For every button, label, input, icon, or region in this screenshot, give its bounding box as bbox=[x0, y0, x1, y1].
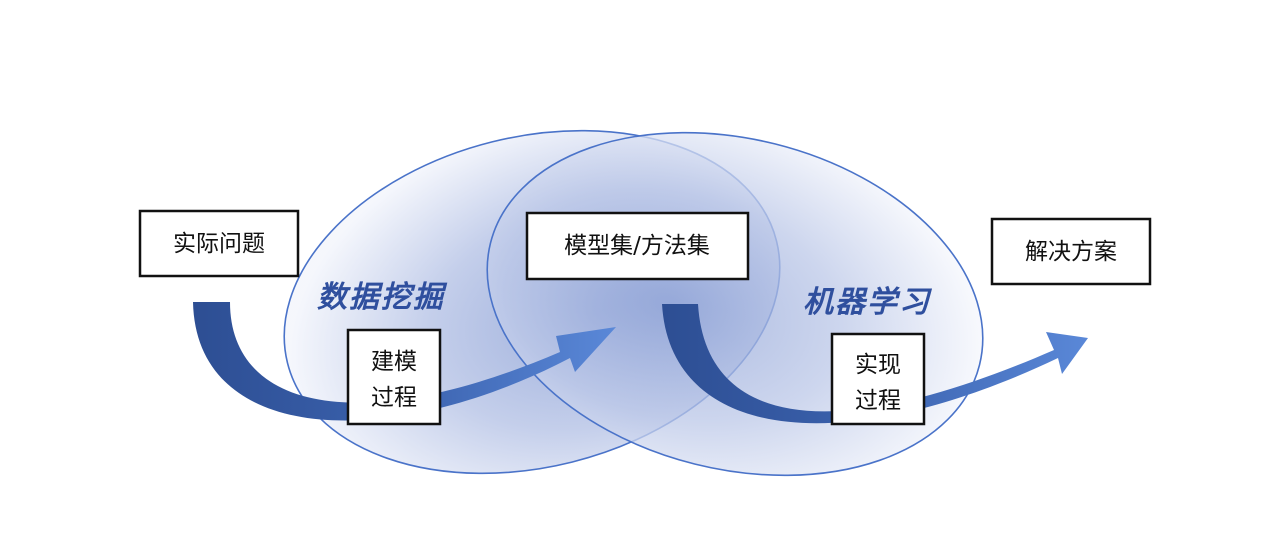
actual-problem-box: 实际问题 bbox=[138, 209, 300, 278]
modeling-process-line1: 建模 bbox=[371, 349, 417, 375]
implementation-process-line2: 过程 bbox=[855, 388, 901, 414]
actual-problem-text: 实际问题 bbox=[173, 231, 265, 257]
solution-box: 解决方案 bbox=[990, 217, 1152, 286]
data-mining-label: 数据挖掘 bbox=[317, 280, 448, 315]
solution-text: 解决方案 bbox=[1025, 239, 1117, 265]
model-set-box: 模型集/方法集 bbox=[525, 211, 750, 281]
implementation-process-line1: 实现 bbox=[855, 352, 901, 378]
model-set-text: 模型集/方法集 bbox=[564, 233, 710, 259]
modeling-process-box: 建模 过程 bbox=[346, 328, 442, 426]
modeling-process-line2: 过程 bbox=[371, 385, 417, 411]
machine-learning-label: 机器学习 bbox=[803, 285, 933, 320]
implementation-process-box: 实现 过程 bbox=[830, 332, 926, 426]
